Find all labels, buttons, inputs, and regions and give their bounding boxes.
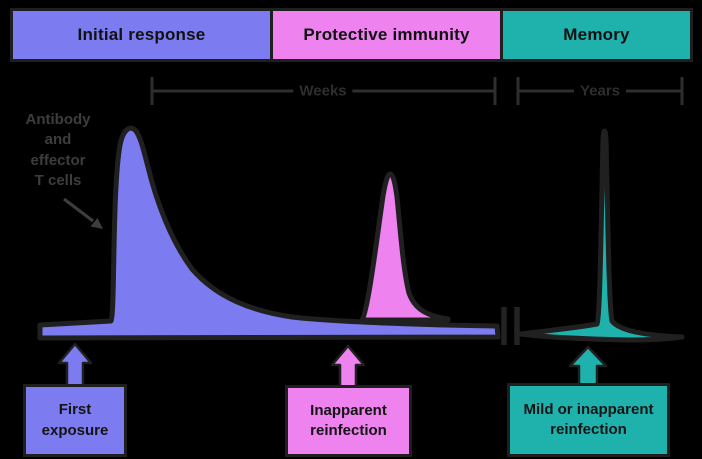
inapparent-reinfection-arrow bbox=[330, 344, 366, 390]
phase-initial-response: Initial response bbox=[10, 8, 273, 62]
phase-protective-immunity-label: Protective immunity bbox=[303, 25, 470, 44]
mild-reinfection-label: Mild or inapparent reinfection bbox=[523, 400, 654, 438]
mild-reinfection-box: Mild or inapparent reinfection bbox=[507, 383, 670, 457]
mild-reinfection-arrow bbox=[568, 345, 608, 388]
inapparent-reinfection-label: Inapparent reinfection bbox=[310, 401, 387, 439]
memory-curve bbox=[518, 128, 685, 343]
y-axis-label: Antibody and effector T cells bbox=[25, 111, 91, 189]
initial-response-curve bbox=[37, 125, 501, 341]
first-exposure-arrow bbox=[57, 342, 93, 389]
axis-break-marks bbox=[501, 307, 520, 345]
weeks-label: Weeks bbox=[293, 82, 353, 100]
reinfection-curve bbox=[359, 171, 451, 323]
inapparent-reinfection-box: Inapparent reinfection bbox=[285, 385, 412, 457]
label-pointer-arrow bbox=[63, 197, 94, 223]
first-exposure-box: First exposure bbox=[23, 384, 127, 457]
phase-memory: Memory bbox=[500, 8, 693, 62]
label-pointer-arrowhead bbox=[90, 218, 103, 229]
phase-protective-immunity: Protective immunity bbox=[270, 8, 503, 62]
phase-memory-label: Memory bbox=[563, 25, 630, 44]
first-exposure-label: First exposure bbox=[41, 401, 109, 439]
phase-initial-response-label: Initial response bbox=[77, 25, 206, 44]
years-label: Years bbox=[573, 82, 627, 100]
